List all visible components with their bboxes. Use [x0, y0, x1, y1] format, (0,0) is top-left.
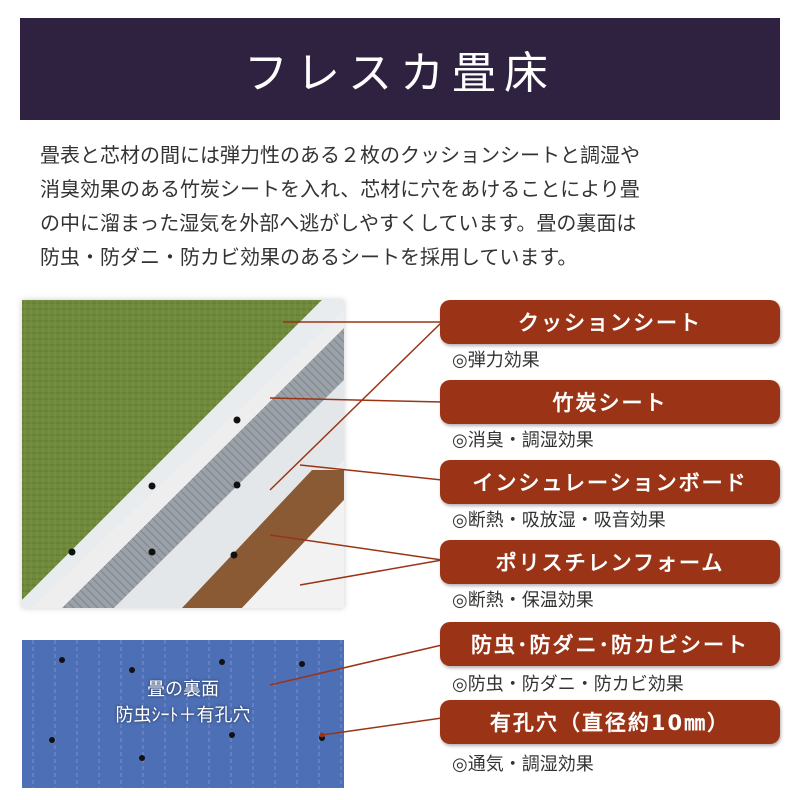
- cushion-sheet-top: [22, 300, 344, 608]
- label-insulation-board: インシュレーションボード: [440, 460, 780, 504]
- effect-polystyrene-foam: ◎断熱・保温効果: [452, 590, 594, 611]
- description-line: 畳表と芯材の間には弾力性のある２枚のクッションシートと調湿や: [40, 143, 640, 167]
- description-line: の中に溜まった湿気を外部へ逃がしやすくしています。畳の裏面は: [40, 211, 637, 235]
- label-polystyrene-foam: ポリスチレンフォーム: [440, 540, 780, 584]
- effect-cushion-sheet: ◎弾力効果: [452, 350, 540, 371]
- description-line: 消臭効果のある竹炭シートを入れ、芯材に穴をあけることにより畳: [40, 177, 640, 201]
- effect-holes: ◎通気・調湿効果: [452, 754, 594, 775]
- back-label-line1: 畳の裏面: [147, 679, 219, 700]
- description-line: 防虫・防ダニ・防カビ効果のあるシートを採用しています。: [40, 245, 578, 269]
- page-title: フレスカ畳床: [244, 48, 556, 99]
- label-holes: 有孔穴（直径約10㎜）: [440, 700, 780, 744]
- tatami-back-image: 畳の裏面 防虫ｼｰﾄ＋有孔穴: [22, 640, 344, 788]
- back-label-line2: 防虫ｼｰﾄ＋有孔穴: [115, 705, 251, 726]
- label-charcoal-sheet: 竹炭シート: [440, 380, 780, 424]
- description: 畳表と芯材の間には弾力性のある２枚のクッションシートと調湿や 消臭効果のある竹炭…: [40, 138, 770, 274]
- label-protection-sheet: 防虫･防ダニ･防カビシート: [440, 622, 780, 666]
- effect-protection-sheet: ◎防虫・防ダニ・防カビ効果: [452, 674, 684, 695]
- header-banner: フレスカ畳床: [20, 18, 780, 120]
- effect-insulation-board: ◎断熱・吸放湿・吸音効果: [452, 510, 666, 531]
- insulation-board: [182, 470, 344, 608]
- cross-section-image: [22, 300, 344, 608]
- effect-charcoal-sheet: ◎消臭・調湿効果: [452, 430, 594, 451]
- label-cushion-sheet: クッションシート: [440, 300, 780, 344]
